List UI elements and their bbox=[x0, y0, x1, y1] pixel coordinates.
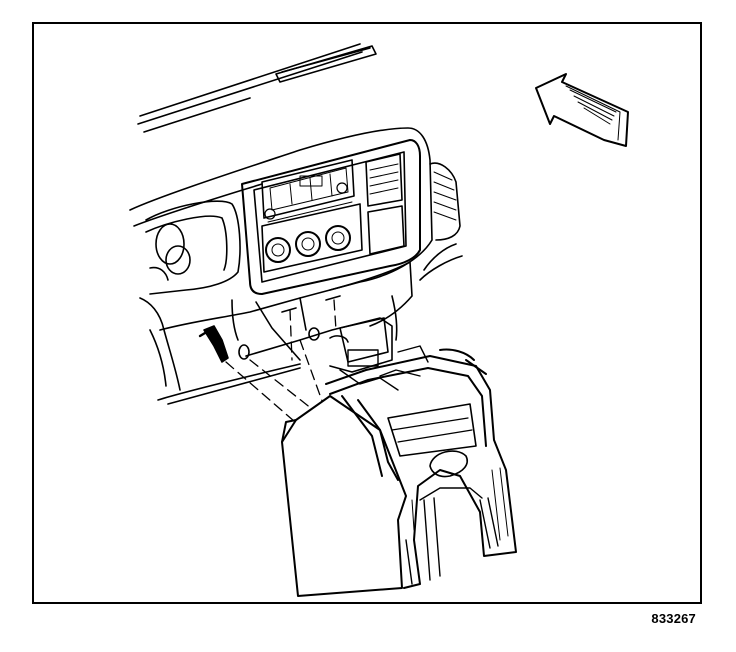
console-hatching bbox=[412, 468, 508, 540]
instrument-panel bbox=[130, 128, 432, 404]
side-vent bbox=[420, 163, 462, 280]
mounting-bracket bbox=[239, 318, 392, 372]
floor-console bbox=[282, 346, 516, 596]
dash-top-lines bbox=[138, 44, 376, 132]
arrow-up-left-icon bbox=[536, 74, 628, 146]
center-stack-bezel bbox=[242, 140, 420, 294]
lower-dash-edge bbox=[256, 262, 412, 360]
screw bbox=[200, 326, 228, 362]
figure-id-label: 833267 bbox=[651, 611, 696, 626]
alignment-ticks bbox=[282, 296, 340, 312]
